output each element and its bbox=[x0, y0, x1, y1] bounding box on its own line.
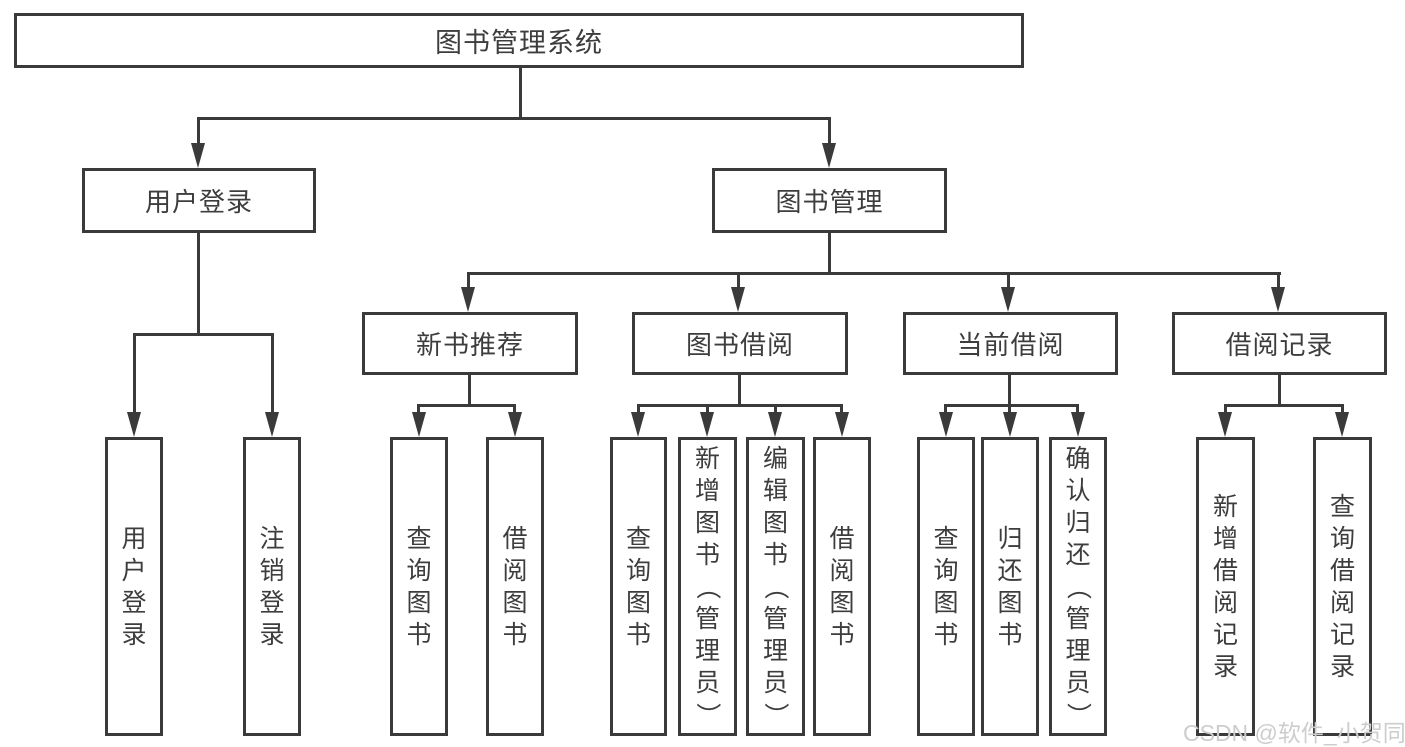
node-leaf-user-login: 用户登录 bbox=[105, 437, 163, 736]
connector-line bbox=[197, 233, 200, 335]
node-label: 注销登录 bbox=[259, 524, 285, 649]
arrowhead-down-icon bbox=[1335, 412, 1349, 437]
node-label: 用户登录 bbox=[144, 187, 253, 217]
connector-line bbox=[1277, 272, 1280, 289]
connector-line bbox=[467, 272, 470, 289]
arrowhead-down-icon bbox=[265, 412, 279, 437]
node-leaf-query-books-current: 查询图书 bbox=[917, 437, 975, 736]
node-label: 图书管理 bbox=[775, 187, 884, 217]
connector-line bbox=[418, 404, 516, 407]
arrowhead-down-icon bbox=[461, 287, 475, 312]
node-leaf-return-book: 归还图书 bbox=[981, 437, 1039, 736]
node-label: 查询图书 bbox=[933, 524, 959, 649]
connector-line bbox=[133, 333, 136, 413]
node-label: 新书推荐 bbox=[415, 330, 524, 360]
connector-line bbox=[828, 233, 831, 275]
arrowhead-down-icon bbox=[631, 412, 645, 437]
connector-line bbox=[637, 404, 843, 407]
arrowhead-down-icon bbox=[1071, 412, 1085, 437]
connector-line bbox=[1224, 404, 1227, 414]
node-leaf-confirm-return-admin: 确认归还（管理员） bbox=[1049, 437, 1107, 736]
connector-line bbox=[944, 404, 947, 414]
node-label: 新增借阅记录 bbox=[1212, 492, 1238, 681]
node-label: 编辑图书（管理员） bbox=[761, 444, 790, 728]
arrowhead-down-icon bbox=[835, 412, 849, 437]
node-current-borrowing: 当前借阅 bbox=[903, 312, 1118, 375]
connector-line bbox=[133, 333, 274, 336]
connector-line bbox=[1341, 404, 1344, 414]
arrowhead-down-icon bbox=[700, 412, 714, 437]
node-user-login: 用户登录 bbox=[82, 168, 316, 233]
node-label: 新增图书（管理员） bbox=[693, 444, 722, 728]
node-leaf-borrow-books: 借阅图书 bbox=[813, 437, 871, 736]
connector-line bbox=[840, 404, 843, 414]
node-leaf-logout: 注销登录 bbox=[243, 437, 301, 736]
connector-line bbox=[467, 272, 1281, 275]
connector-line bbox=[197, 117, 200, 145]
arrowhead-down-icon bbox=[1218, 412, 1232, 437]
connector-line bbox=[706, 404, 709, 414]
node-label: 归还图书 bbox=[997, 524, 1023, 649]
node-label: 图书管理系统 bbox=[435, 28, 603, 58]
connector-line bbox=[1224, 404, 1343, 407]
connector-line bbox=[738, 375, 741, 407]
arrowhead-down-icon bbox=[1271, 287, 1285, 312]
connector-line bbox=[417, 404, 420, 414]
node-label: 图书借阅 bbox=[685, 330, 794, 360]
node-new-book-recommendation: 新书推荐 bbox=[362, 312, 578, 375]
node-leaf-add-book-admin: 新增图书（管理员） bbox=[678, 437, 737, 736]
csdn-watermark: CSDN @软件_小贺同学 bbox=[1183, 720, 1405, 746]
node-label: 用户登录 bbox=[121, 524, 147, 649]
arrowhead-down-icon bbox=[127, 412, 141, 437]
connector-line bbox=[774, 404, 777, 414]
connector-line bbox=[1008, 404, 1011, 414]
arrowhead-down-icon bbox=[822, 143, 836, 168]
connector-line bbox=[737, 272, 740, 289]
node-book-management: 图书管理 bbox=[712, 168, 947, 233]
connector-line bbox=[637, 404, 640, 414]
node-leaf-add-borrow-record: 新增借阅记录 bbox=[1196, 437, 1255, 736]
connector-line bbox=[945, 404, 1079, 407]
node-root-library-system: 图书管理系统 bbox=[14, 13, 1024, 68]
node-leaf-query-borrow-record: 查询借阅记录 bbox=[1313, 437, 1372, 736]
connector-line bbox=[513, 404, 516, 414]
arrowhead-down-icon bbox=[191, 143, 205, 168]
arrowhead-down-icon bbox=[939, 412, 953, 437]
arrowhead-down-icon bbox=[1001, 287, 1015, 312]
node-label: 查询借阅记录 bbox=[1329, 492, 1355, 681]
arrowhead-down-icon bbox=[412, 412, 426, 437]
connector-line bbox=[1076, 404, 1079, 414]
node-label: 当前借阅 bbox=[956, 330, 1065, 360]
node-label: 借阅图书 bbox=[502, 524, 528, 649]
node-label: 借阅图书 bbox=[829, 524, 855, 649]
node-label: 借阅记录 bbox=[1225, 330, 1334, 360]
node-leaf-borrow-books-recommend: 借阅图书 bbox=[486, 437, 544, 736]
arrowhead-down-icon bbox=[508, 412, 522, 437]
node-book-borrowing: 图书借阅 bbox=[632, 312, 848, 375]
arrowhead-down-icon bbox=[731, 287, 745, 312]
connector-line bbox=[197, 117, 831, 120]
connector-line bbox=[828, 117, 831, 145]
node-leaf-query-books-borrowing: 查询图书 bbox=[610, 437, 667, 736]
connector-line bbox=[271, 333, 274, 413]
node-label: 查询图书 bbox=[406, 524, 432, 649]
node-label: 查询图书 bbox=[625, 524, 651, 649]
node-leaf-query-books-recommend: 查询图书 bbox=[390, 437, 448, 736]
connector-line bbox=[519, 68, 522, 120]
connector-line bbox=[1008, 375, 1011, 407]
arrowhead-down-icon bbox=[768, 412, 782, 437]
node-label: 确认归还（管理员） bbox=[1064, 444, 1092, 728]
node-borrowing-records: 借阅记录 bbox=[1172, 312, 1387, 375]
connector-line bbox=[1007, 272, 1010, 289]
node-leaf-edit-book-admin: 编辑图书（管理员） bbox=[746, 437, 805, 736]
connector-line bbox=[468, 375, 471, 407]
arrowhead-down-icon bbox=[1003, 412, 1017, 437]
connector-line bbox=[1278, 375, 1281, 407]
